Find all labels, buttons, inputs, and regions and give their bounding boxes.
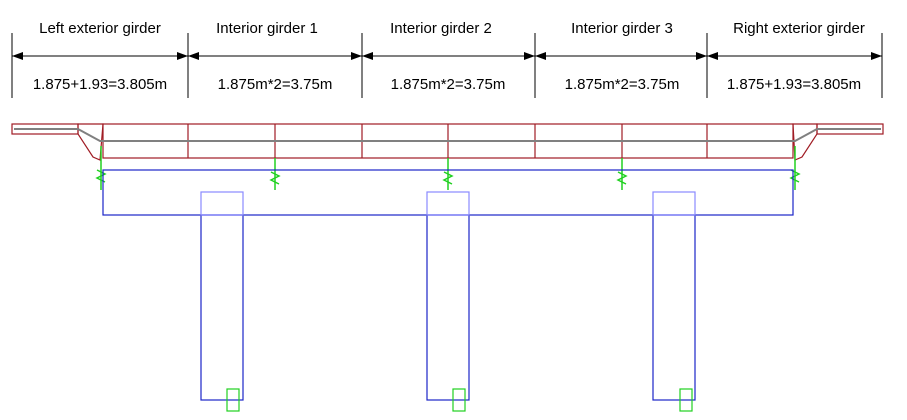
pier-base-support bbox=[452, 388, 466, 412]
bearing-supports bbox=[95, 146, 801, 190]
arrowhead bbox=[524, 52, 535, 60]
bearing-support bbox=[789, 146, 801, 190]
left-haunch bbox=[77, 123, 104, 161]
segment-dimension-interior-2: 1.875m*2=3.75m bbox=[391, 76, 506, 93]
segment-title-interior-1: Interior girder 1 bbox=[216, 20, 318, 37]
arrowhead bbox=[535, 52, 546, 60]
bearing-support bbox=[95, 146, 107, 190]
segment-dimension-left-exterior: 1.875+1.93=3.805m bbox=[33, 76, 167, 93]
segment-title-interior-2: Interior girder 2 bbox=[390, 20, 492, 37]
right-haunch bbox=[792, 123, 818, 161]
segment-title-left-exterior: Left exterior girder bbox=[39, 20, 161, 37]
pier-top-outline bbox=[652, 191, 696, 216]
pier-base-supports bbox=[226, 388, 693, 412]
deck-centerline bbox=[14, 128, 881, 142]
segment-dimension-right-exterior: 1.875+1.93=3.805m bbox=[727, 76, 861, 93]
arrowhead bbox=[871, 52, 882, 60]
segment-dimension-interior-3: 1.875m*2=3.75m bbox=[565, 76, 680, 93]
arrowhead bbox=[707, 52, 718, 60]
arrowhead bbox=[12, 52, 23, 60]
arrowhead bbox=[188, 52, 199, 60]
bearing-support bbox=[269, 158, 281, 190]
pier-top-outlines bbox=[200, 191, 696, 216]
pier-base-support bbox=[679, 388, 693, 412]
deck-centerline-main bbox=[77, 128, 818, 142]
segment-dimensions: 1.875+1.93=3.805m 1.875m*2=3.75m 1.875m*… bbox=[33, 76, 861, 93]
bearing-support bbox=[442, 158, 454, 190]
segment-title-interior-3: Interior girder 3 bbox=[571, 20, 673, 37]
arrowhead bbox=[696, 52, 707, 60]
pier-top-outline bbox=[426, 191, 470, 216]
substructure bbox=[102, 169, 794, 401]
pier-top-outline bbox=[200, 191, 244, 216]
segment-title-right-exterior: Right exterior girder bbox=[733, 20, 865, 37]
pier-base-support bbox=[226, 388, 240, 412]
pier-column-middle bbox=[426, 214, 470, 401]
dimension-arrows bbox=[12, 52, 882, 60]
bearing-support bbox=[616, 158, 628, 190]
arrowhead bbox=[362, 52, 373, 60]
pier-column-left bbox=[200, 214, 244, 401]
pier-column-right bbox=[652, 214, 696, 401]
arrowhead bbox=[351, 52, 362, 60]
dimension-annotation bbox=[11, 33, 883, 98]
segment-dimension-interior-1: 1.875m*2=3.75m bbox=[218, 76, 333, 93]
segment-titles: Left exterior girder Interior girder 1 I… bbox=[39, 20, 865, 37]
arrowhead bbox=[177, 52, 188, 60]
